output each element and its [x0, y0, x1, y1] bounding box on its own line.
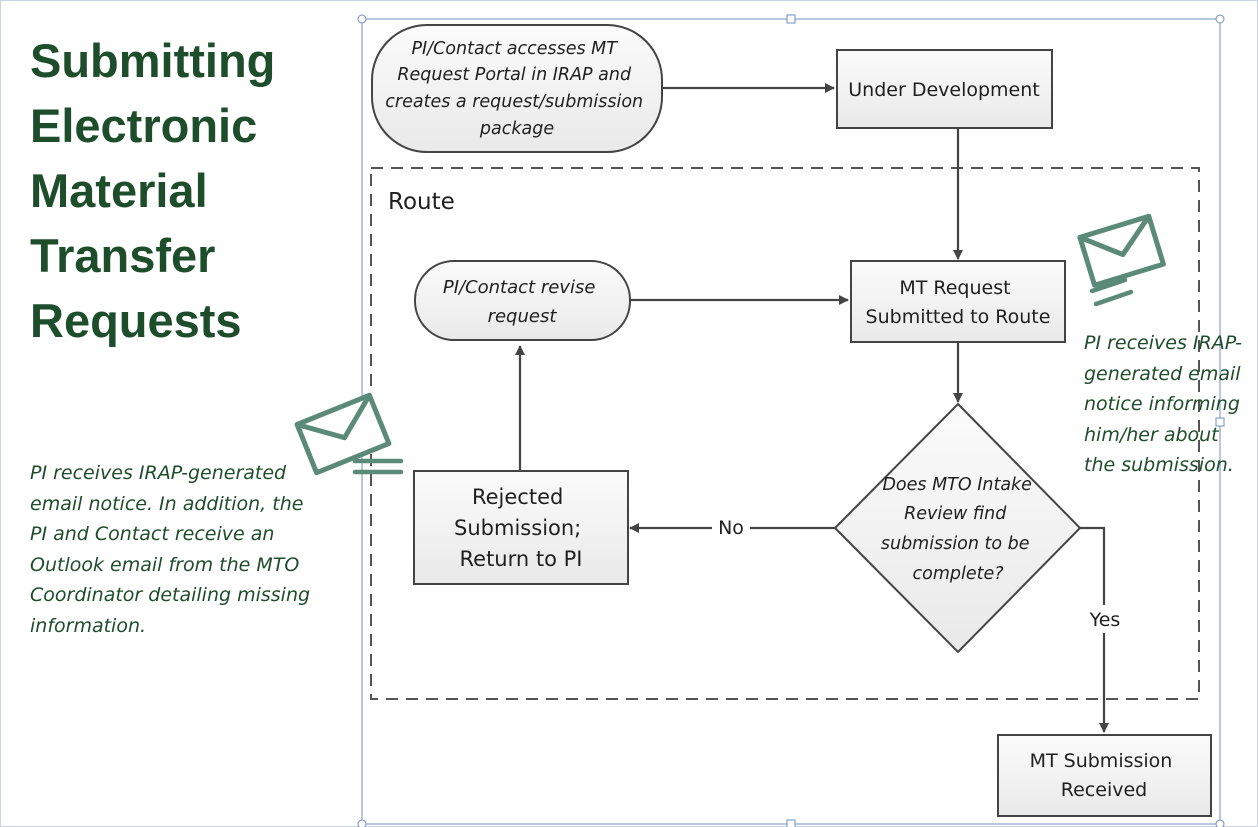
start-node-line: creates a request/submission [385, 92, 643, 112]
decision-line: submission to be [881, 534, 1030, 554]
received-line: MT Submission [1030, 750, 1173, 772]
note-line: PI and Contact receive an [30, 523, 275, 545]
svg-text:MT Submission Received: MT Submission Received [1030, 750, 1179, 801]
received-line: Received [1061, 779, 1147, 801]
right-email-note: PI receives IRAP- generated email notice… [1084, 328, 1258, 481]
note-line: Coordinator detailing missing [30, 584, 311, 606]
connectors [515, 83, 1109, 733]
revise-request-line: request [488, 306, 558, 327]
rejected-line: Rejected [472, 485, 563, 509]
note-line: him/her about [1084, 423, 1219, 446]
decision-line: Does MTO Intake [882, 475, 1032, 495]
title-line: Submitting [30, 34, 276, 87]
start-node-line: package [479, 119, 554, 139]
svg-text:MT Request Submitted to: MT Request Submitted to Route [866, 277, 1051, 328]
note-line: PI receives IRAP-generated [30, 462, 287, 484]
page-title: Submitting Electronic Material Transfer … [30, 28, 330, 353]
rejected-line: Submission; [454, 516, 581, 540]
svg-text:Does MTO Intake Review f: Does MTO Intake Review find submission t… [881, 475, 1038, 584]
route-container [370, 167, 1200, 700]
submission-received-node: MT Submission Received [997, 734, 1212, 817]
svg-text:PI/Contact accesses MT R: PI/Contact accesses MT Request Portal in… [385, 39, 648, 139]
rejected-submission-node: Rejected Submission; Return to PI [413, 470, 629, 585]
title-line: Electronic [30, 99, 258, 152]
svg-text:Rejected Submission;: Rejected Submission; Return to PI [454, 485, 588, 571]
start-node-line: PI/Contact accesses MT [411, 39, 618, 59]
note-line: notice informing [1084, 393, 1240, 415]
mt-request-node: MT Request Submitted to Route [850, 260, 1066, 343]
left-email-note: PI receives IRAP-generated email notice.… [30, 458, 350, 641]
revise-request-line: PI/Contact revise [443, 277, 596, 298]
mt-request-line: MT Request [899, 277, 1010, 299]
title-line: Requests [30, 294, 242, 347]
decision-node: Does MTO Intake Review find submission t… [833, 402, 1082, 654]
note-line: generated email [1084, 362, 1241, 385]
envelope-icon [1077, 213, 1166, 307]
decision-line: Review find [904, 504, 1007, 524]
edge-label-no: No [718, 517, 744, 539]
note-line: information. [30, 614, 147, 637]
title-line: Material [30, 164, 208, 217]
revise-request-node: PI/Contact revise request [414, 260, 631, 341]
svg-text:PI/Contact revise reques: PI/Contact revise request [443, 277, 601, 327]
under-development-node: Under Development [836, 49, 1053, 129]
decision-line: complete? [912, 564, 1003, 584]
route-label: Route [388, 189, 455, 215]
under-development-label: Under Development [848, 79, 1039, 101]
note-line: PI receives IRAP- [1084, 332, 1242, 354]
note-line: Outlook email from the MTO [30, 553, 300, 576]
start-node-line: Request Portal in IRAP and [397, 65, 632, 85]
note-line: email notice. In addition, the [30, 492, 304, 515]
rejected-line: Return to PI [460, 547, 583, 571]
envelope-icon [294, 392, 404, 476]
note-line: the submission. [1084, 454, 1234, 476]
start-node: PI/Contact accesses MT Request Portal in… [371, 24, 663, 153]
edge-label-yes: Yes [1089, 609, 1121, 631]
title-line: Transfer [30, 229, 216, 282]
mt-request-line: Submitted to Route [866, 306, 1051, 328]
